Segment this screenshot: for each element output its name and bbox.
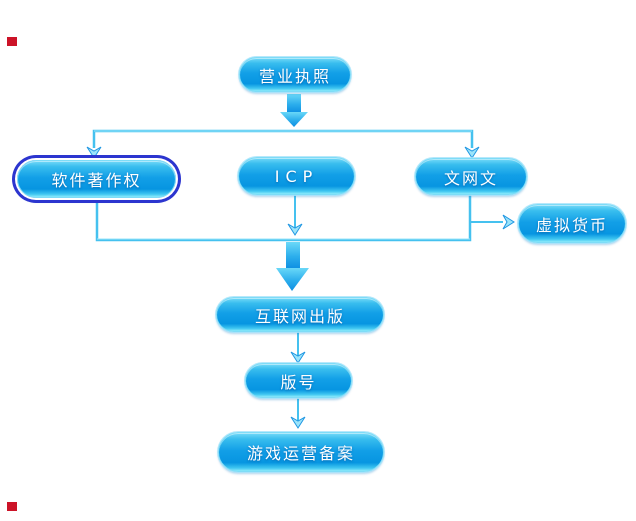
node-culture-network: 文网文 <box>415 158 527 195</box>
node-publication-number: 版号 <box>245 363 352 398</box>
arrowhead-to-software-copyright <box>86 146 102 159</box>
fat-arrow-middle <box>276 242 309 291</box>
collector-bar <box>95 193 472 242</box>
node-software-copyright: 软件著作权 <box>17 160 176 198</box>
edge-virtual-currency <box>471 214 515 230</box>
node-business-license: 营业执照 <box>239 57 351 92</box>
node-game-operation-filing: 游戏运营备案 <box>218 432 384 472</box>
node-internet-publishing: 互联网出版 <box>216 297 384 332</box>
corner-mark-bottom <box>7 502 17 511</box>
fat-arrow-top <box>280 94 308 127</box>
branch-bar <box>92 129 474 148</box>
edge-publishing-pubnumber <box>290 331 306 364</box>
corner-mark-top <box>7 37 17 46</box>
edge-pubnumber-filing <box>290 397 306 429</box>
edge-icp-down <box>287 194 303 236</box>
arrowhead-to-culture-network <box>464 146 480 159</box>
node-icp: ICP <box>238 157 355 195</box>
node-virtual-currency: 虚拟货币 <box>518 204 626 243</box>
